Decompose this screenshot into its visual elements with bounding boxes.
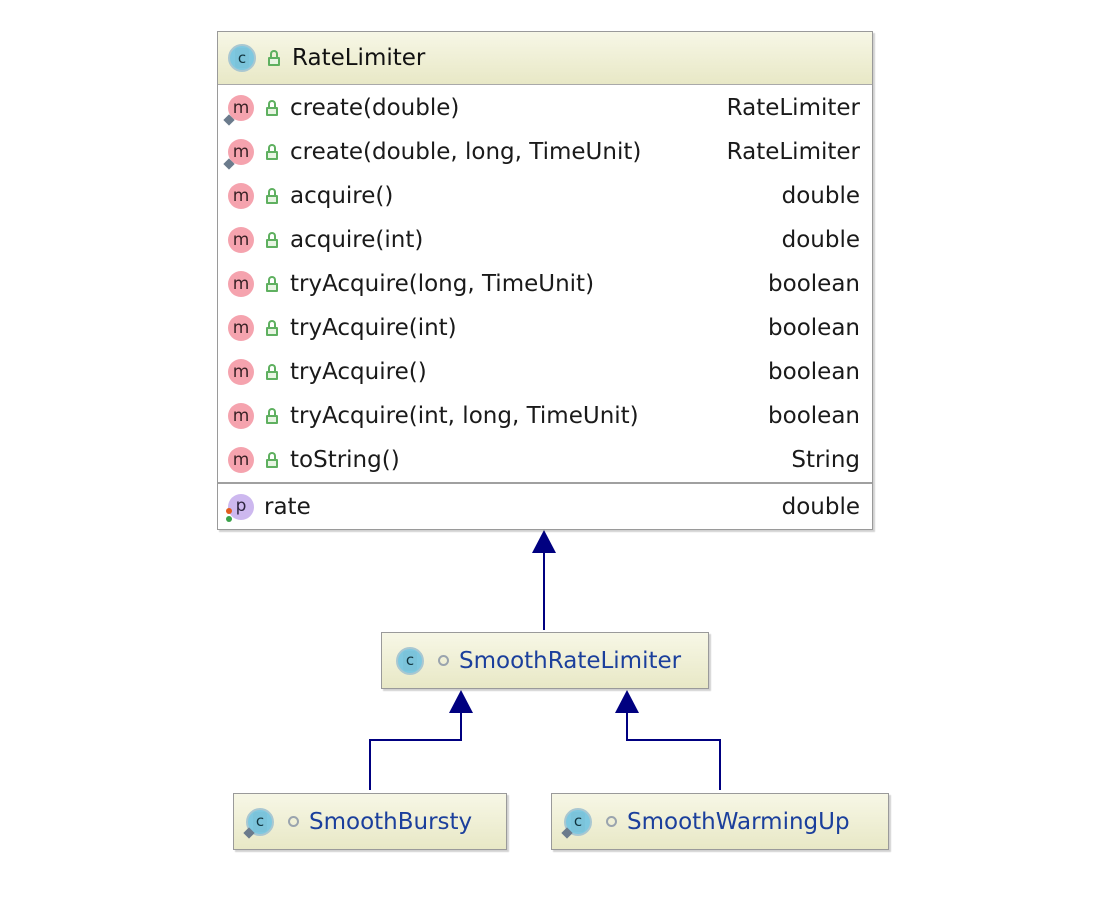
package-private-icon [606, 816, 617, 827]
property-row[interactable]: p rate double [218, 484, 872, 529]
smoothbursty-class-node[interactable]: c SmoothBursty [233, 793, 507, 850]
class-title: SmoothRateLimiter [459, 647, 682, 674]
method-icon: m [223, 139, 254, 170]
property-icon: p [226, 493, 254, 522]
method-return-type: boolean [768, 271, 860, 297]
class-icon: c [561, 807, 592, 839]
edge-smoothwarmingup-to-smoothratelimiter [626, 712, 721, 790]
property-name: rate [264, 493, 311, 520]
method-name: create(double, long, TimeUnit) [290, 139, 642, 165]
class-title: SmoothWarmingUp [627, 808, 850, 835]
smoothwarmingup-class-node[interactable]: c SmoothWarmingUp [551, 793, 889, 850]
method-return-type: boolean [768, 359, 860, 385]
method-name: tryAcquire(int, long, TimeUnit) [290, 403, 639, 429]
method-list: m create(double) RateLimiter m create(do… [218, 85, 872, 482]
public-lock-icon [266, 144, 280, 160]
method-icon: m [228, 447, 254, 473]
method-row[interactable]: m tryAcquire() boolean [218, 350, 872, 394]
class-title: RateLimiter [292, 45, 426, 71]
edge-smoothbursty-to-smoothratelimiter [369, 712, 462, 790]
method-return-type: double [781, 183, 860, 209]
setter-marker-icon [226, 515, 232, 522]
class-title: SmoothBursty [309, 808, 473, 835]
smoothratelimiter-header: c SmoothRateLimiter [382, 633, 708, 688]
public-lock-icon [268, 50, 282, 66]
static-marker-icon [223, 158, 235, 170]
method-row[interactable]: m tryAcquire(int) boolean [218, 306, 872, 350]
method-icon: m [223, 95, 254, 126]
method-name: tryAcquire(long, TimeUnit) [290, 271, 595, 297]
members-divider [218, 482, 872, 484]
method-name: tryAcquire(int) [290, 315, 457, 341]
method-return-type: boolean [768, 315, 860, 341]
method-icon: m [228, 359, 254, 385]
getter-marker-icon [226, 507, 232, 514]
method-name: create(double) [290, 95, 460, 121]
smoothwarmingup-header: c SmoothWarmingUp [552, 794, 888, 849]
method-return-type: RateLimiter [726, 95, 860, 121]
method-icon: m [228, 403, 254, 429]
method-return-type: String [791, 447, 860, 473]
smoothbursty-header: c SmoothBursty [234, 794, 506, 849]
method-icon: m [228, 271, 254, 297]
public-lock-icon [266, 408, 280, 424]
public-lock-icon [266, 452, 280, 468]
method-icon: m [228, 183, 254, 209]
method-return-type: boolean [768, 403, 860, 429]
property-type: double [781, 493, 860, 520]
method-name: acquire(int) [290, 227, 424, 253]
ratelimiter-class-node[interactable]: c RateLimiter m create(double) RateLimit… [217, 31, 873, 530]
public-lock-icon [266, 276, 280, 292]
ratelimiter-header: c RateLimiter [218, 32, 872, 85]
method-row[interactable]: m create(double, long, TimeUnit) RateLim… [218, 130, 872, 174]
method-icon: m [228, 227, 254, 253]
method-return-type: RateLimiter [726, 139, 860, 165]
class-icon: c [228, 44, 256, 72]
method-name: acquire() [290, 183, 394, 209]
class-icon: c [243, 807, 274, 839]
method-row[interactable]: m acquire() double [218, 174, 872, 218]
public-lock-icon [266, 364, 280, 380]
method-name: toString() [290, 447, 400, 473]
smoothratelimiter-class-node[interactable]: c SmoothRateLimiter [381, 632, 709, 689]
method-name: tryAcquire() [290, 359, 427, 385]
package-private-icon [438, 655, 449, 666]
arrowhead-smoothratelimiter-right [615, 690, 639, 713]
arrowhead-smoothratelimiter-left [449, 690, 473, 713]
method-row[interactable]: m acquire(int) double [218, 218, 872, 262]
public-lock-icon [266, 320, 280, 336]
class-icon: c [396, 646, 424, 675]
method-row[interactable]: m tryAcquire(long, TimeUnit) boolean [218, 262, 872, 306]
method-row[interactable]: m tryAcquire(int, long, TimeUnit) boolea… [218, 394, 872, 438]
method-return-type: double [781, 227, 860, 253]
public-lock-icon [266, 100, 280, 116]
method-row[interactable]: m create(double) RateLimiter [218, 86, 872, 130]
arrowhead-ratelimiter [532, 530, 556, 553]
package-private-icon [288, 816, 299, 827]
method-icon: m [228, 315, 254, 341]
method-row[interactable]: m toString() String [218, 438, 872, 482]
public-lock-icon [266, 188, 280, 204]
public-lock-icon [266, 232, 280, 248]
static-marker-icon [223, 114, 235, 126]
